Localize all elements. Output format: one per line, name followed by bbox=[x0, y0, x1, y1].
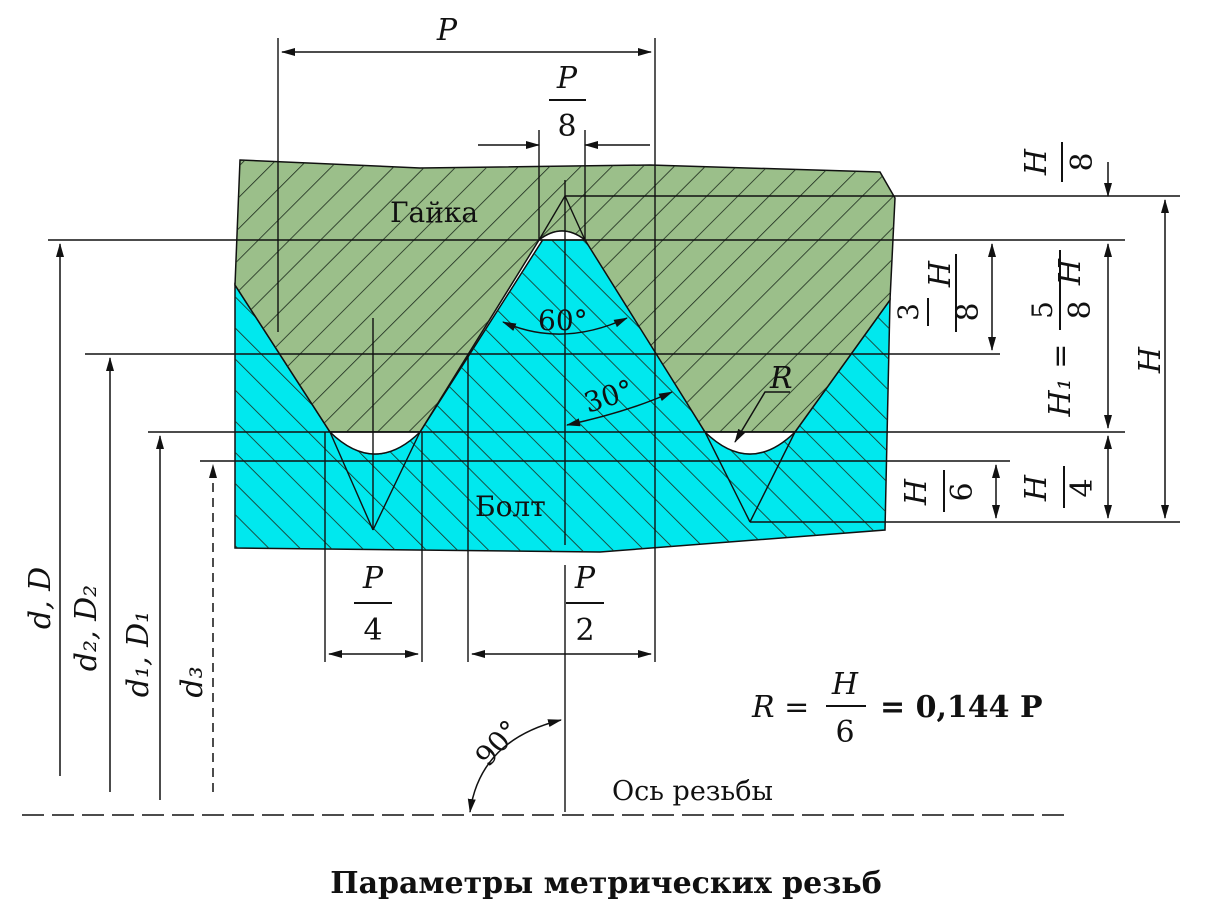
svg-text:R =: R = bbox=[751, 690, 809, 725]
angle-60-label: 60° bbox=[538, 304, 588, 337]
svg-text:5: 5 bbox=[1026, 301, 1059, 319]
angle-60-arc bbox=[502, 317, 628, 335]
svg-text:6: 6 bbox=[835, 715, 854, 750]
h8-fraction: H 8 bbox=[1019, 142, 1100, 182]
reference-lines bbox=[48, 195, 1180, 523]
svg-text:8: 8 bbox=[1065, 152, 1100, 171]
pitch-label: P bbox=[436, 13, 458, 48]
svg-text:= 0,144 P: = 0,144 P bbox=[880, 690, 1043, 725]
svg-text:H: H bbox=[1019, 148, 1054, 176]
svg-text:P: P bbox=[362, 561, 384, 596]
nut-label: Гайка bbox=[390, 196, 478, 229]
h4-fraction: H 4 bbox=[1019, 466, 1100, 508]
h1-fraction: H₁ = 5 H 8 bbox=[1026, 250, 1098, 417]
radius-formula: R = H 6 = 0,144 P bbox=[751, 667, 1043, 750]
svg-text:H: H bbox=[831, 667, 859, 702]
theoretical-profile bbox=[329, 195, 796, 531]
svg-text:3: 3 bbox=[892, 303, 925, 321]
svg-text:H: H bbox=[1019, 474, 1054, 502]
diagram-caption: Параметры метрических резьб bbox=[330, 866, 882, 901]
svg-text:6: 6 bbox=[945, 482, 980, 501]
d2-label: d₂, D₂ bbox=[69, 585, 104, 671]
angle-90-label: 90° bbox=[469, 714, 527, 773]
svg-text:4: 4 bbox=[1065, 478, 1100, 497]
bolt-label: Болт bbox=[475, 490, 546, 523]
radius-leader bbox=[734, 391, 790, 443]
svg-text:8: 8 bbox=[951, 302, 986, 321]
svg-text:8: 8 bbox=[1063, 300, 1098, 319]
d3-label: d₃ bbox=[175, 666, 210, 697]
root-gap-left bbox=[328, 431, 422, 455]
radius-label: R bbox=[769, 361, 793, 396]
svg-text:8: 8 bbox=[557, 109, 576, 144]
svg-text:H: H bbox=[899, 478, 934, 506]
p4-fraction: P 4 bbox=[354, 561, 392, 648]
svg-text:4: 4 bbox=[363, 613, 382, 648]
h-label: H bbox=[1133, 346, 1168, 374]
p8-fraction: P 8 bbox=[549, 61, 586, 144]
svg-text:H₁ =: H₁ = bbox=[1043, 344, 1078, 418]
h6-fraction: H 6 bbox=[899, 470, 980, 512]
d-label: d, D bbox=[23, 567, 58, 629]
d1-label: d₁, D₁ bbox=[121, 611, 156, 697]
svg-text:H: H bbox=[1053, 258, 1088, 286]
axis-label: Ось резьбы bbox=[612, 776, 773, 807]
root-gap-right bbox=[703, 431, 797, 455]
angle-30-arc bbox=[566, 391, 673, 427]
svg-text:P: P bbox=[574, 561, 596, 596]
p2-fraction: P 2 bbox=[566, 561, 604, 648]
svg-text:2: 2 bbox=[575, 613, 594, 648]
svg-text:H: H bbox=[923, 260, 958, 288]
h38-fraction: 3 H 8 bbox=[892, 254, 986, 332]
svg-text:P: P bbox=[556, 61, 578, 96]
nut-body bbox=[234, 159, 896, 433]
angle-90-arc bbox=[467, 719, 562, 813]
